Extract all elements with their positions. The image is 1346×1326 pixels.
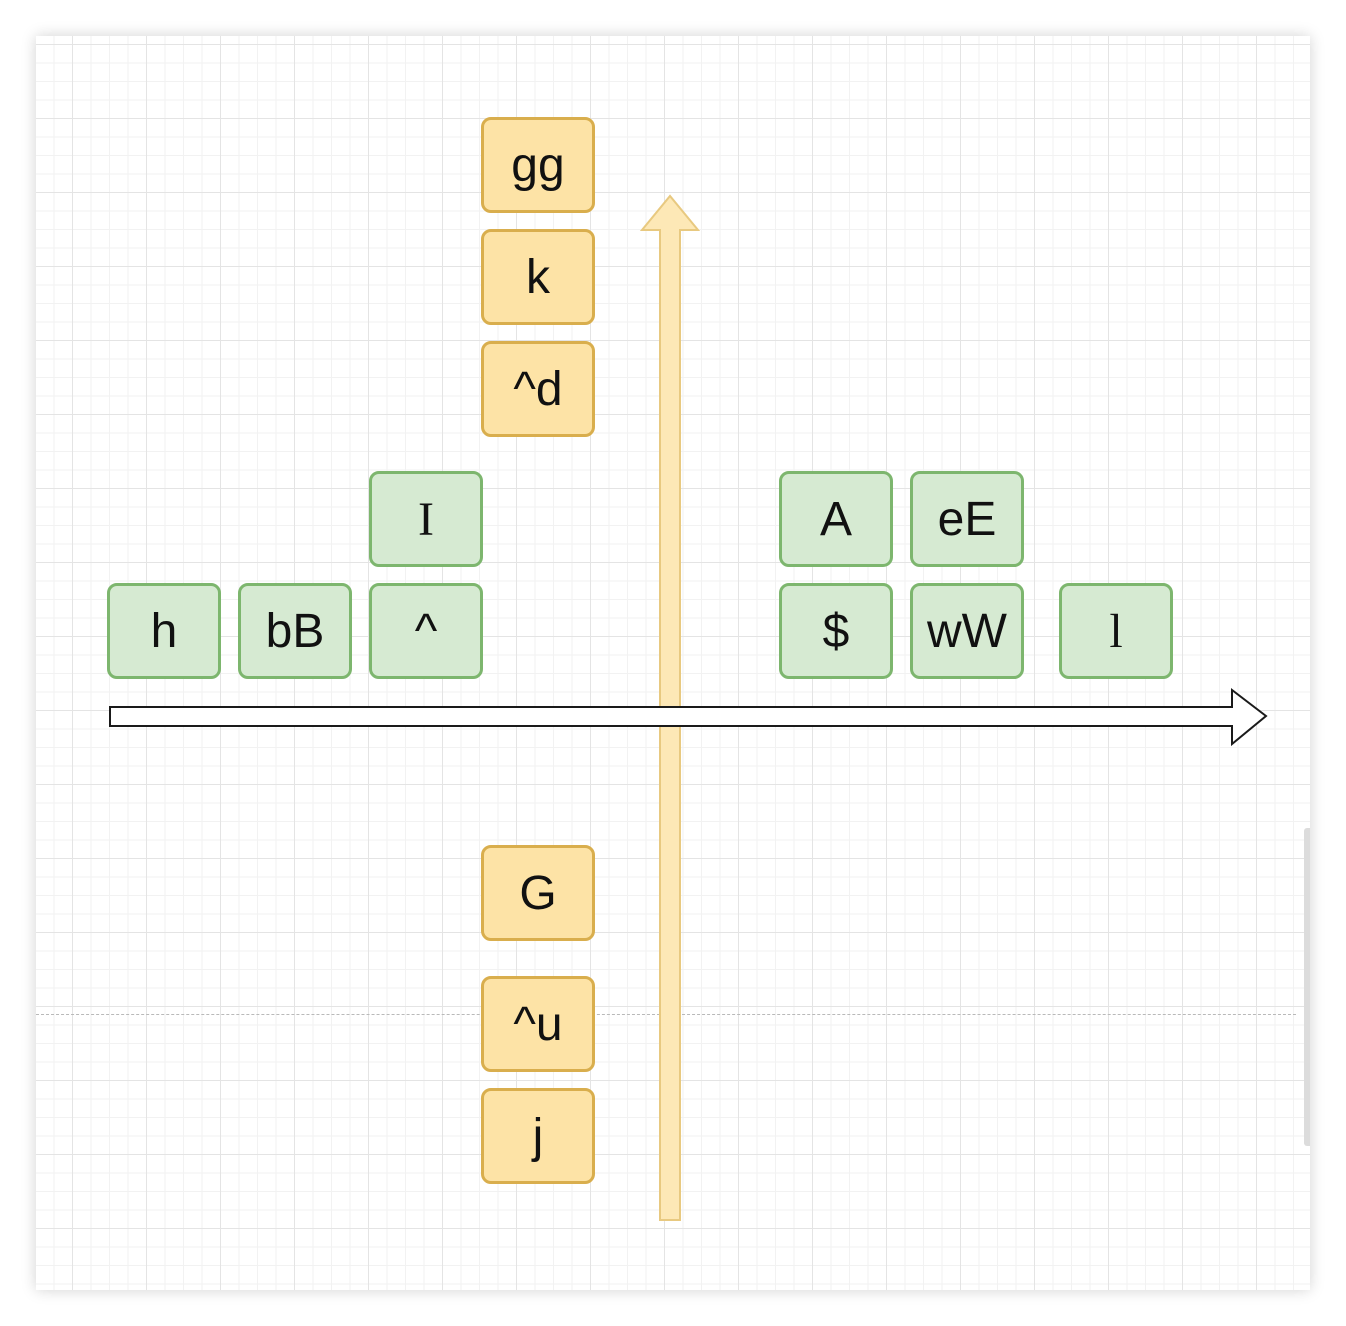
key-j: j (481, 1088, 595, 1184)
horizontal-axis-arrow (109, 687, 1268, 747)
key-dollar: $ (779, 583, 893, 679)
key-h: h (107, 583, 221, 679)
key-bB: bB (238, 583, 352, 679)
key-ctrl-u: ^u (481, 976, 595, 1072)
key-G: G (481, 845, 595, 941)
key-wW: wW (910, 583, 1024, 679)
key-gg: gg (481, 117, 595, 213)
key-l: l (1059, 583, 1173, 679)
key-ctrl-d: ^d (481, 341, 595, 437)
side-scroll-tab (1304, 828, 1310, 1146)
key-k: k (481, 229, 595, 325)
key-I: I (369, 471, 483, 567)
key-A: A (779, 471, 893, 567)
key-caret: ^ (369, 583, 483, 679)
key-eE: eE (910, 471, 1024, 567)
